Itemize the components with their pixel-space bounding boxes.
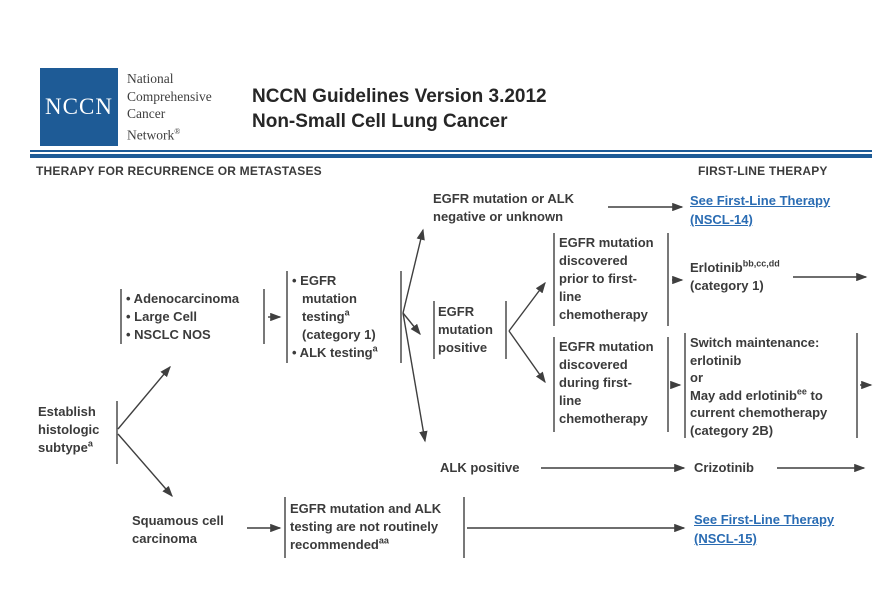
node-alk-positive: ALK positive (440, 460, 520, 475)
node-squamous-cell-carcinoma: Squamous cell carcinoma (132, 513, 224, 546)
org-name: National Comprehensive Cancer Network® (127, 70, 212, 144)
right-section-header: FIRST-LINE THERAPY (698, 164, 828, 178)
org-name-line: Comprehensive (127, 88, 212, 104)
left-section-header: THERAPY FOR RECURRENCE OR METASTASES (36, 164, 322, 178)
node-egfr-alk-testing: • EGFR mutation testinga (category 1) • … (292, 273, 378, 360)
nccn-logo: NCCN (40, 68, 118, 146)
node-adenocarcinoma-list: • Adenocarcinoma • Large Cell • NSCLC NO… (126, 291, 240, 342)
node-erlotinib-category1: Erlotinibbb,cc,dd (category 1) (690, 258, 780, 293)
page-title: NCCN Guidelines Version 3.2012 Non-Small… (252, 84, 547, 134)
nccn-logo-text: NCCN (45, 94, 113, 119)
node-egfr-alk-negative: EGFR mutation or ALK negative or unknown (433, 191, 575, 224)
node-testing-not-recommended: EGFR mutation and ALK testing are not ro… (290, 501, 442, 552)
org-name-line: National (127, 71, 174, 86)
node-crizotinib: Crizotinib (694, 460, 754, 475)
org-name-line: Cancer (127, 106, 166, 121)
footnote-ref-bb-cc-dd: bb,cc,dd (742, 258, 780, 269)
org-name-line: Network® (127, 126, 181, 143)
footnote-ref-ee: ee (796, 386, 807, 397)
footnote-ref-a: a (87, 438, 93, 449)
link-first-line-therapy-nscl-14[interactable]: See First-Line Therapy (NSCL-14) (690, 193, 831, 227)
node-egfr-discovered-prior: EGFR mutation discovered prior to first-… (559, 235, 654, 322)
node-egfr-discovered-during: EGFR mutation discovered during first- l… (559, 339, 654, 426)
footnote-ref-aa: aa (378, 535, 389, 546)
header-divider-thin (30, 150, 872, 152)
node-switch-maintenance: Switch maintenance: erlotinib or May add… (690, 335, 828, 438)
header-divider-thick (30, 154, 872, 158)
footnote-ref-a: a (372, 343, 378, 354)
node-establish-histologic-subtype: Establish histologic subtypea (38, 404, 100, 455)
guidelines-version-title: NCCN Guidelines Version 3.2012 (252, 86, 547, 107)
node-egfr-mutation-positive: EGFR mutation positive (438, 304, 493, 355)
guidelines-subject-title: Non-Small Cell Lung Cancer (252, 111, 508, 132)
link-first-line-therapy-nscl-15[interactable]: See First-Line Therapy (NSCL-15) (694, 512, 835, 546)
registered-mark: ® (174, 126, 181, 136)
footnote-ref-a: a (344, 307, 350, 318)
